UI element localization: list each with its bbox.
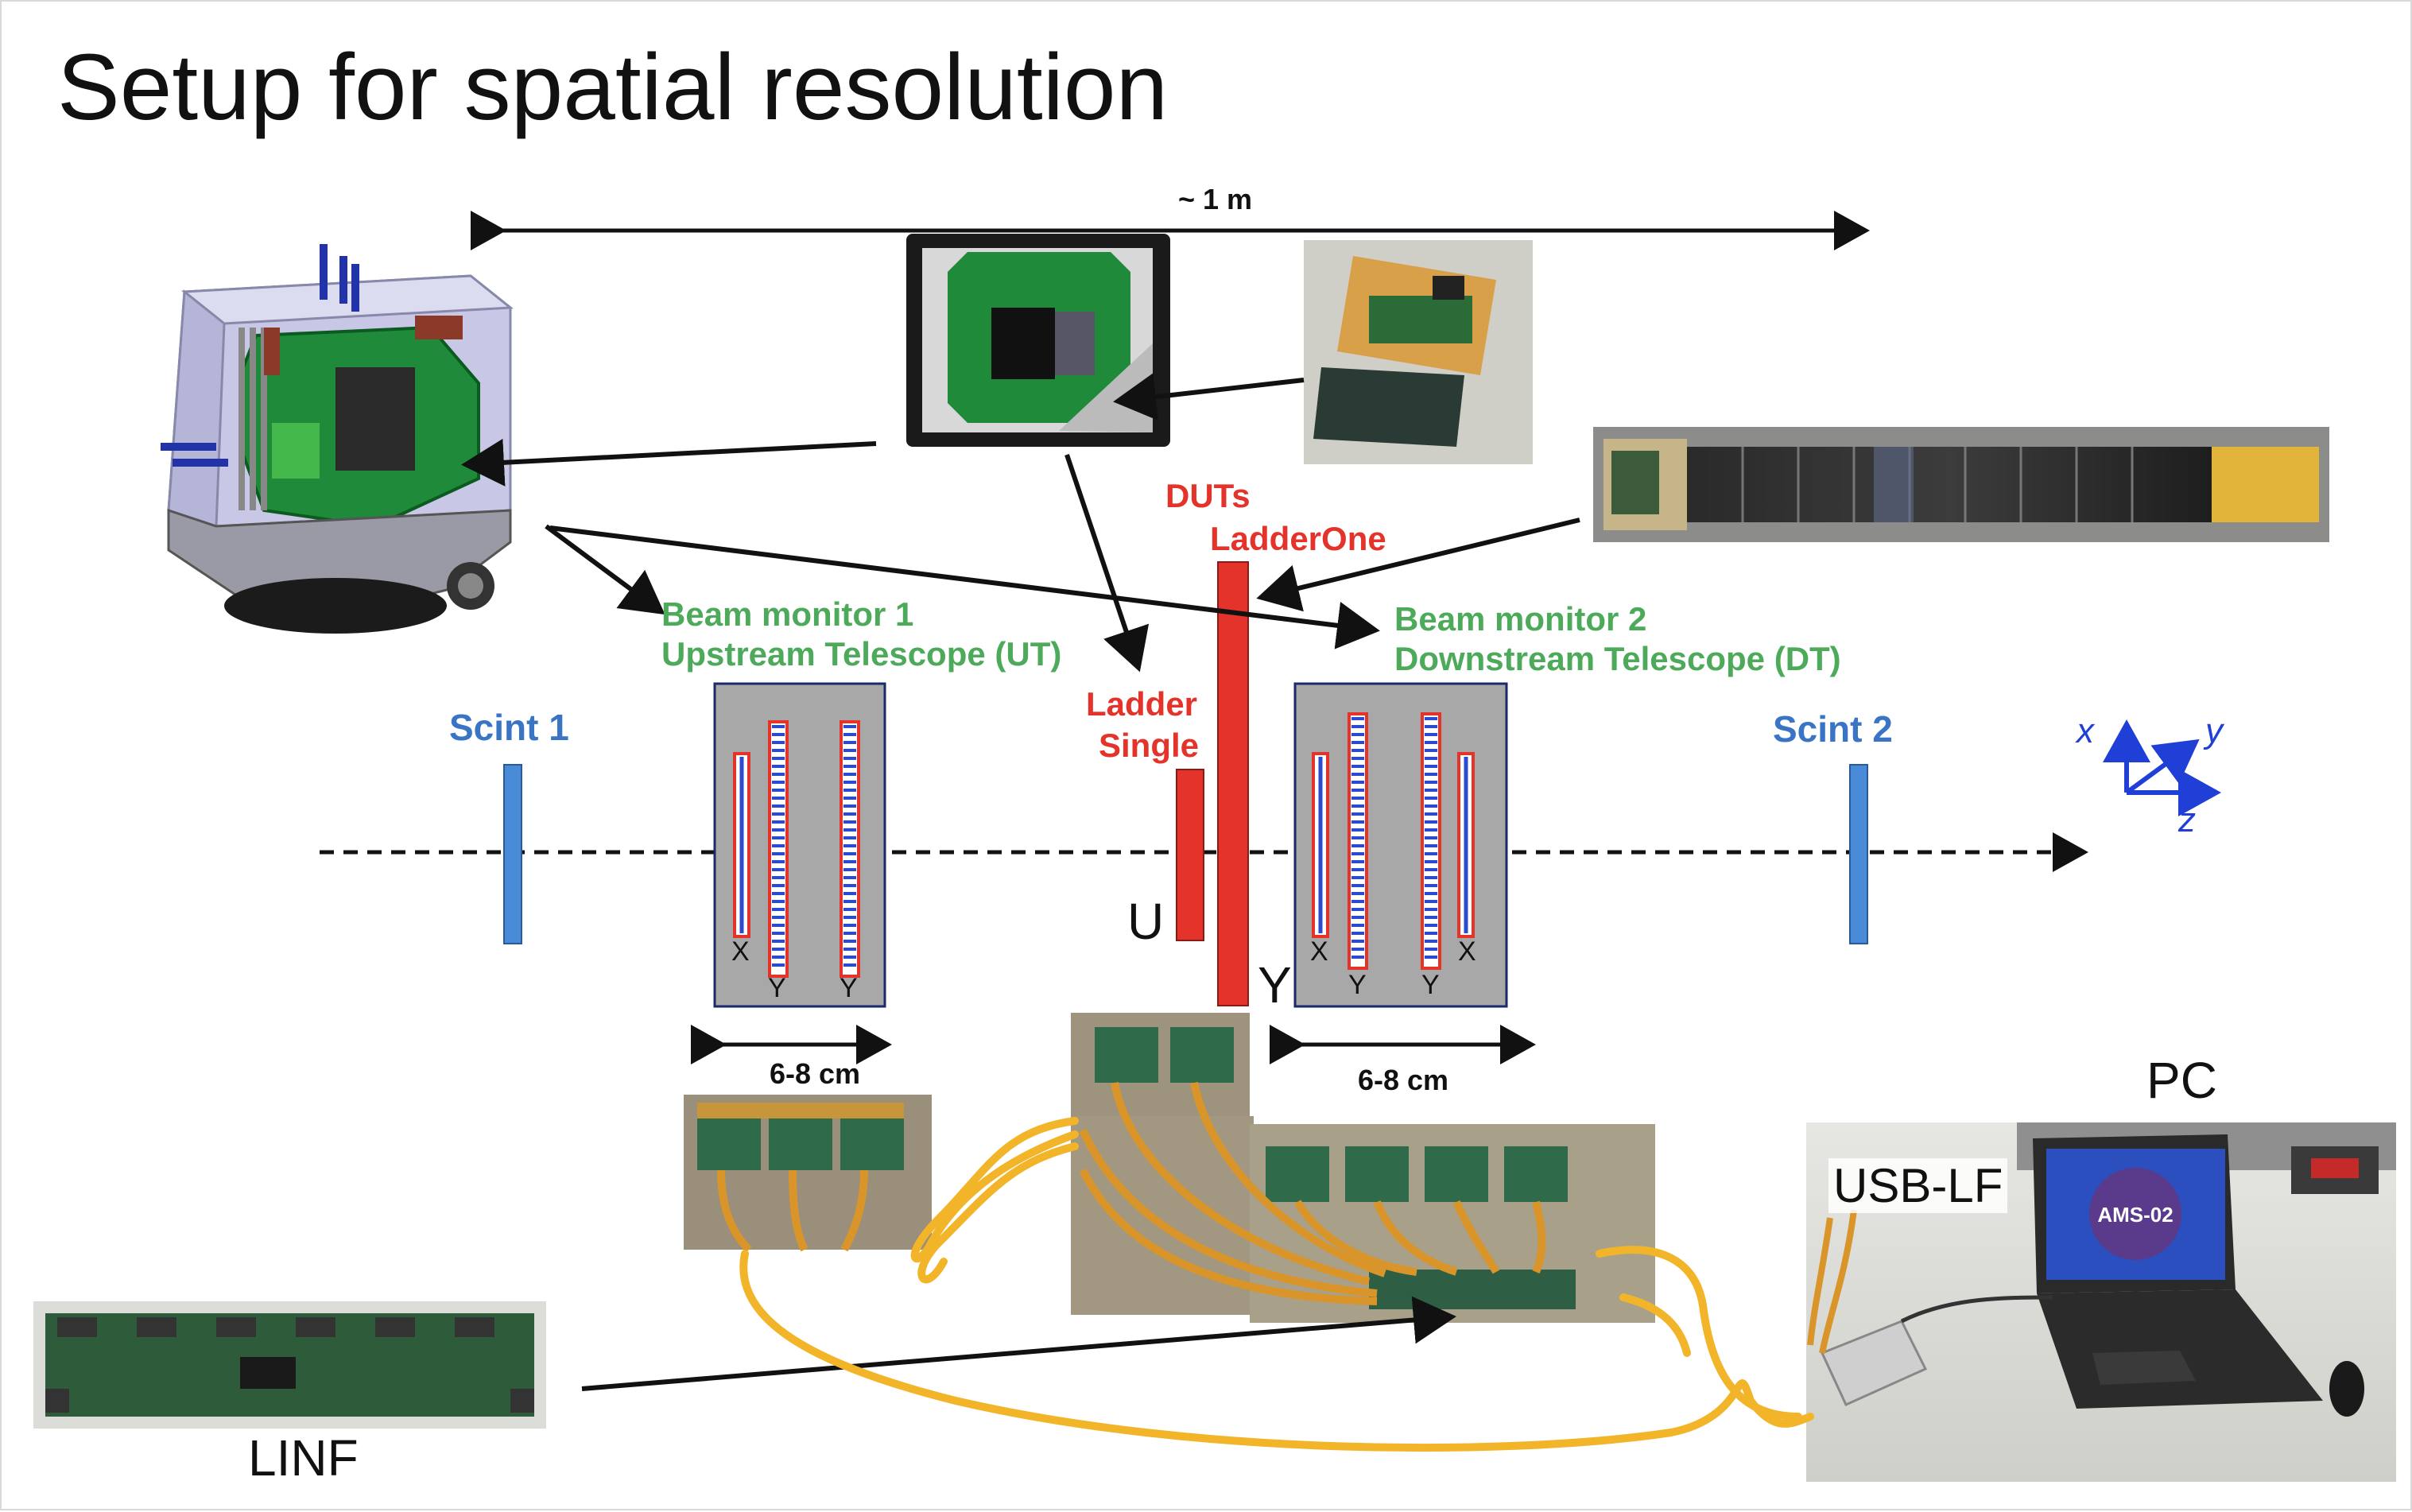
linf-label: LINF: [248, 1429, 359, 1487]
beam-monitor-1-title: Beam monitor 1: [661, 595, 914, 633]
beam-monitor-1-subtitle: Upstream Telescope (UT): [661, 635, 1062, 673]
ut-plane-label: X: [731, 936, 750, 967]
ladder-single-label-1: Ladder: [1086, 685, 1198, 723]
y-label: Y: [1258, 956, 1292, 1014]
dt-plane-label: Y: [1348, 970, 1367, 1000]
axis-y-label: y: [2205, 711, 2223, 750]
axis-x-label: x: [2077, 711, 2094, 750]
photo-ladder-single: [1304, 240, 1533, 464]
slide-title: Setup for spatial resolution: [57, 35, 1169, 140]
pc-label: PC: [2146, 1052, 2217, 1109]
ut-y2-strips: [843, 725, 856, 967]
beam-monitor-2-title: Beam monitor 2: [1394, 600, 1647, 638]
duts-label: DUTs: [1165, 477, 1251, 514]
usb-lf-label: USB-LF: [1828, 1158, 2008, 1213]
dt-plane-label: X: [1310, 936, 1328, 967]
dt-plane-label: X: [1458, 936, 1476, 967]
upstream-telescope: [713, 682, 886, 1008]
ut-width-label: 6-8 cm: [770, 1057, 861, 1090]
photo-linf: [33, 1301, 546, 1429]
ladder-one-bar: [1217, 561, 1249, 1006]
scint-1-label: Scint 1: [449, 707, 569, 748]
cables: [739, 1117, 1814, 1452]
axis-z-label: z: [2178, 801, 2196, 839]
pointer-arrows: [461, 373, 1580, 1391]
beam-monitor-2-subtitle: Downstream Telescope (DT): [1394, 640, 1841, 677]
dt-y1-strips: [1351, 717, 1364, 959]
ut-plane-label: Y: [768, 973, 786, 1003]
u-label: U: [1127, 893, 1165, 950]
dt-y2-strips: [1425, 717, 1437, 959]
scint-2-bar: [1849, 764, 1868, 944]
photo-ut-readout: [684, 1095, 932, 1253]
photo-ut-board: [906, 234, 1170, 447]
scint-1-bar: [503, 764, 522, 944]
distance-label: ~ 1 m: [1178, 183, 1253, 215]
photo-ladder-one: [1593, 427, 2329, 542]
downstream-telescope: [1293, 682, 1508, 1008]
scint-2-label: Scint 2: [1773, 708, 1893, 750]
ut-y1-strips: [772, 725, 785, 967]
laptop-screen-text: AMS-02: [2097, 1203, 2173, 1227]
photo-dt-readout: [1071, 1013, 1655, 1323]
ut-plane-label: Y: [840, 973, 858, 1003]
ladder-single-bar: [1176, 769, 1204, 941]
ladder-one-label: LadderOne: [1210, 520, 1386, 557]
coordinate-axes: [2103, 719, 2221, 816]
ladder-single-label-2: Single: [1099, 727, 1200, 764]
dt-plane-label: Y: [1421, 970, 1440, 1000]
telescope-3d-render: [161, 244, 514, 634]
dt-width-label: 6-8 cm: [1358, 1064, 1449, 1096]
